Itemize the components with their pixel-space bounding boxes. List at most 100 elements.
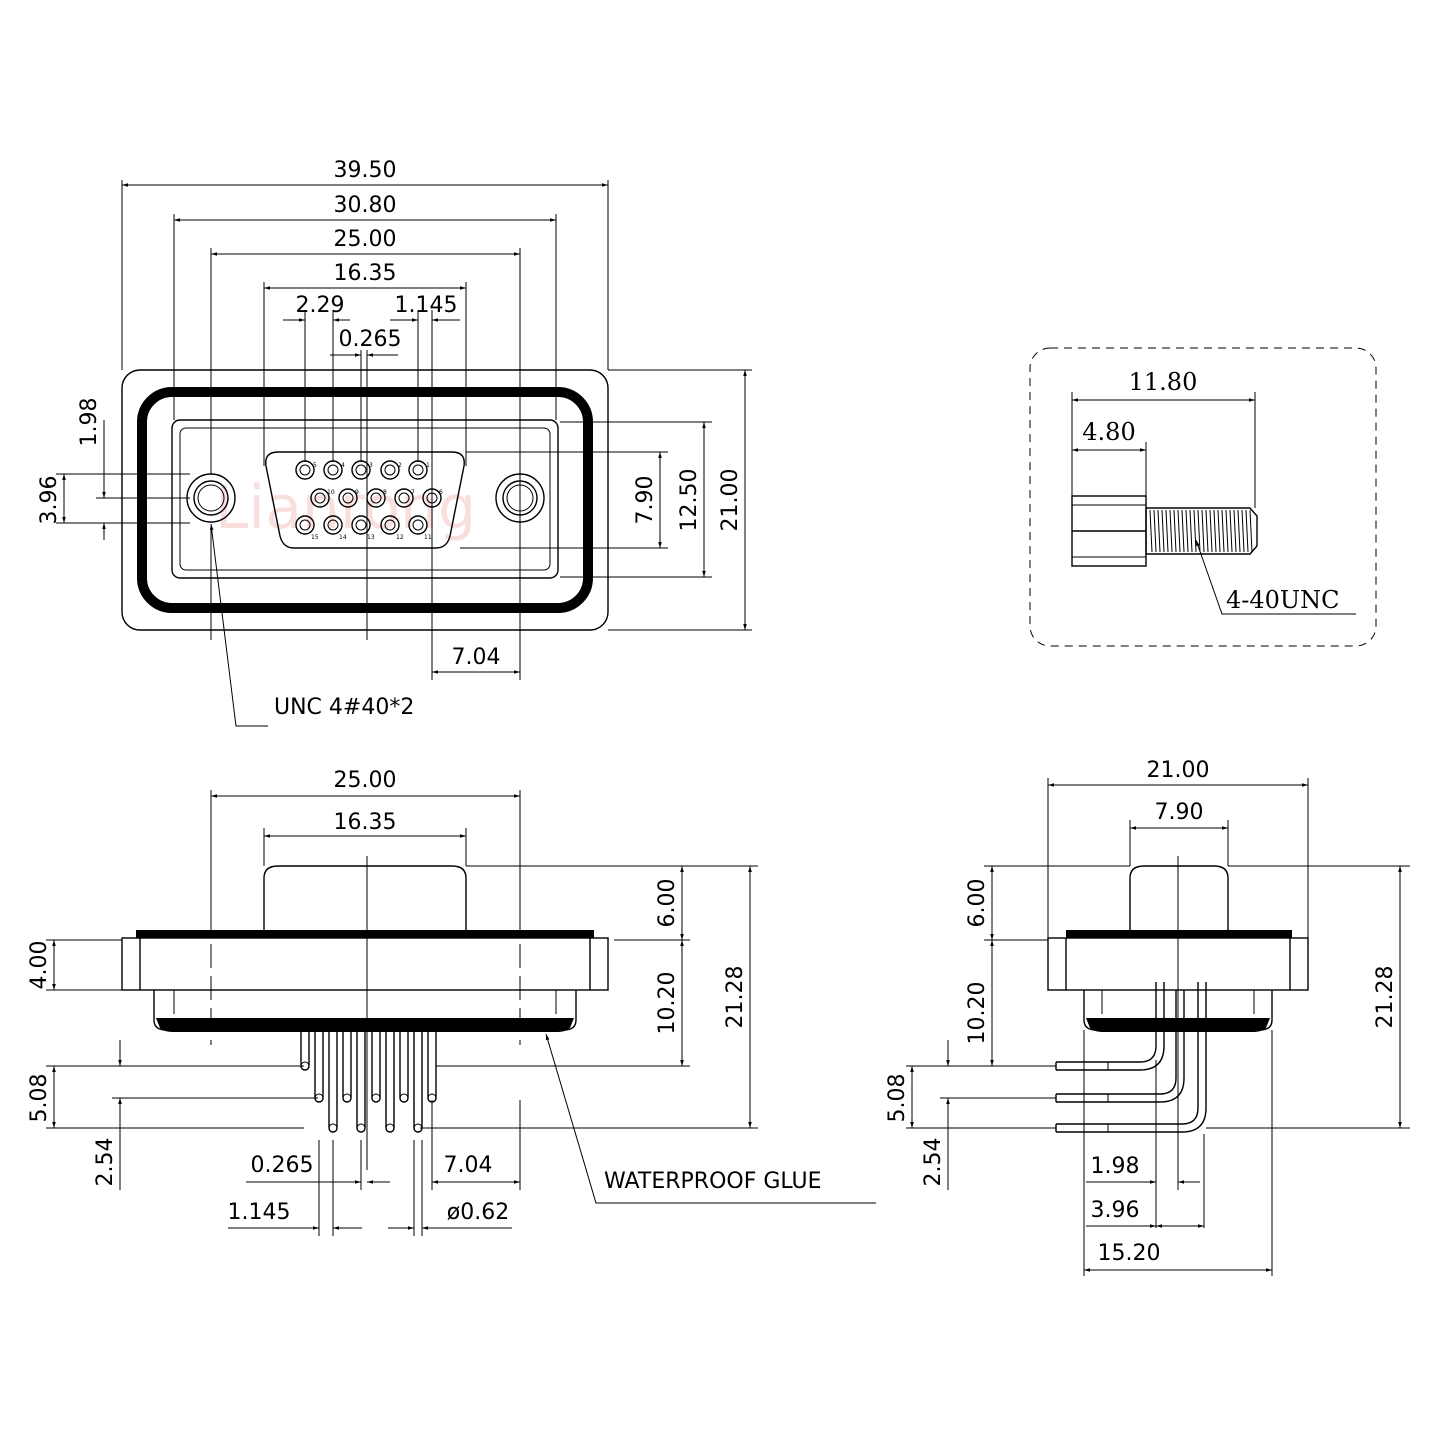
dim-11-80: 11.80: [1129, 368, 1198, 396]
thread-line: [1225, 509, 1229, 553]
thread-line: [1205, 509, 1209, 553]
d-sub-shell: [265, 451, 465, 549]
end-view: 21.00 7.90 6.00 10.20 5.08 2.54 21.28: [885, 758, 1410, 1276]
thread-line: [1229, 509, 1233, 553]
pin-contact: [323, 515, 343, 535]
pin-array: [295, 460, 442, 535]
dim-1-98: 1.98: [77, 398, 102, 447]
dim-12-50: 12.50: [677, 469, 702, 532]
dim-1-145: 1.145: [395, 293, 458, 318]
dim-2-54: 2.54: [93, 1138, 118, 1187]
side-top-gasket: [136, 930, 594, 938]
pin-contact: [408, 515, 428, 535]
side-pin-tip: [328, 1123, 338, 1133]
thread-line: [1177, 509, 1181, 553]
side-pin: [399, 1032, 409, 1103]
pin-number: 3: [369, 462, 373, 469]
pin-number: 4: [341, 462, 345, 469]
pin-number: 2: [398, 462, 402, 469]
side-pin-tip: [356, 1123, 366, 1133]
thread-line: [1201, 509, 1205, 553]
dim-4-00: 4.00: [27, 941, 52, 990]
dim-21-00-end: 21.00: [1147, 758, 1210, 783]
pin-number: 7: [411, 489, 415, 496]
side-pin: [413, 1032, 423, 1133]
side-shell: [263, 865, 467, 932]
end-top-gasket: [1066, 930, 1292, 938]
dim-3-96: 3.96: [37, 476, 62, 525]
thread-line: [1237, 509, 1241, 553]
dim-0-265: 0.265: [339, 327, 402, 352]
front-gasket: [137, 387, 593, 613]
side-pin: [427, 1032, 437, 1103]
dim-1-145-side: 1.145: [228, 1200, 291, 1225]
side-pin: [385, 1032, 395, 1133]
front-body-inner: [179, 427, 551, 571]
pin-contact: [338, 488, 358, 508]
pin-number: 10: [327, 489, 335, 496]
dim-10-20: 10.20: [655, 972, 680, 1035]
dim-21-28: 21.28: [723, 966, 748, 1029]
thread-line: [1189, 509, 1193, 553]
side-pin: [371, 1032, 381, 1103]
thread-line: [1221, 509, 1225, 553]
dim-30-80: 30.80: [334, 193, 397, 218]
front-right-ext: [460, 369, 752, 631]
pin-contact: [380, 515, 400, 535]
detail-frame: [1029, 347, 1377, 647]
side-waterproof-glue: [156, 1018, 574, 1032]
thread-line: [1181, 509, 1185, 553]
side-pin-tip: [371, 1093, 381, 1103]
thread-line: [1149, 509, 1153, 553]
pin-number: 1: [426, 462, 430, 469]
thread-line: [1173, 509, 1177, 553]
side-pin: [314, 1032, 324, 1103]
side-pin: [356, 1032, 366, 1133]
dim-21-28-end: 21.28: [1373, 966, 1398, 1029]
dim-15-20-end: 15.20: [1098, 1241, 1161, 1266]
front-body-outline: [171, 419, 559, 579]
pin-number: 6: [439, 489, 443, 496]
front-extension-lines: [121, 180, 609, 680]
dim-3-96-end: 3.96: [1091, 1198, 1140, 1223]
side-view: 25.00 16.35 4.00 5.08 2.54 6.00 10.20 21…: [27, 768, 876, 1236]
dim-16-35: 16.35: [334, 261, 397, 286]
screw-detail: 11.80 4.80 4-40UNC: [1029, 347, 1377, 647]
side-pin: [300, 1032, 310, 1071]
watermark: Lianrong: [215, 473, 476, 543]
side-pin-tip: [342, 1093, 352, 1103]
thread-line: [1193, 509, 1197, 553]
front-view: Lianrong: [37, 158, 752, 727]
thread-line: [1165, 509, 1169, 553]
side-pin-tip: [385, 1123, 395, 1133]
dim-25-00: 25.00: [334, 227, 397, 252]
pin-number: 5: [313, 462, 317, 469]
pin-number: 14: [339, 534, 347, 541]
dim-5-08: 5.08: [27, 1074, 52, 1123]
thread-line: [1161, 509, 1165, 553]
pin-contact: [295, 515, 315, 535]
pin-number: 9: [355, 489, 359, 496]
thread-line: [1245, 509, 1249, 553]
callout-unc: UNC 4#40*2: [274, 695, 414, 720]
thread-line: [1233, 509, 1237, 553]
side-pins: [300, 1032, 437, 1133]
side-flange: [121, 937, 609, 991]
dim-21-00: 21.00: [718, 469, 743, 532]
dim-10-20-end: 10.20: [965, 982, 990, 1045]
dim-7-90-end: 7.90: [1155, 800, 1204, 825]
pin-contact: [310, 488, 330, 508]
thread-line: [1217, 509, 1221, 553]
left-screw-hole: [186, 473, 236, 523]
dim-7-04: 7.04: [452, 645, 501, 670]
pin-number: 15: [311, 534, 319, 541]
dim-pin-diameter: ø0.62: [447, 1200, 509, 1225]
screw-thread: [1145, 507, 1258, 555]
side-pin: [328, 1032, 338, 1133]
pin-number: 12: [396, 534, 404, 541]
dim-16-35-side: 16.35: [334, 810, 397, 835]
end-shell: [1129, 865, 1229, 932]
pin-contact: [380, 460, 400, 480]
